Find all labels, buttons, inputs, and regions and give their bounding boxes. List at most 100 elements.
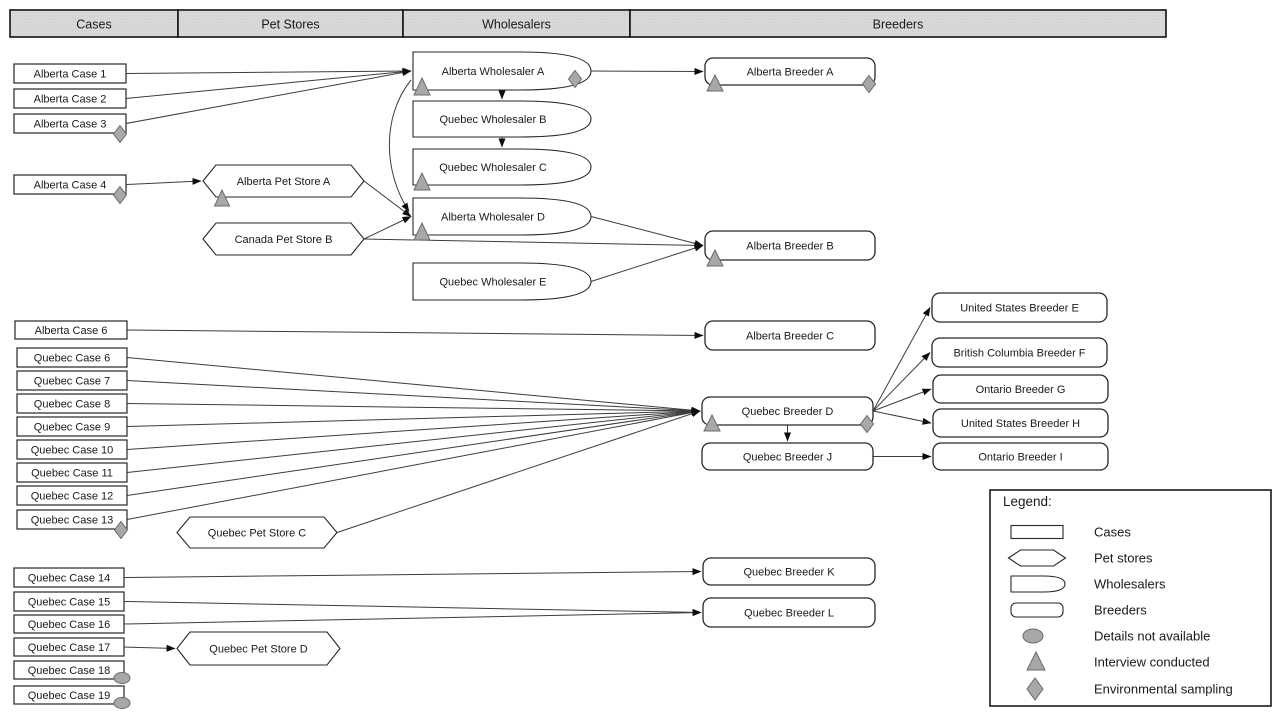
edge-quebec-case-6-to-quebec-breeder-d	[126, 357, 701, 414]
alberta-wholesaler-a-label: Alberta Wholesaler A	[442, 66, 545, 78]
alberta-pet-store-a-label: Alberta Pet Store A	[237, 176, 331, 188]
quebec-case-18-no-details-marker	[113, 672, 131, 684]
quebec-breeder-d-shape	[701, 396, 874, 426]
quebec-case-14-shape	[13, 567, 125, 588]
column-header-wholesalers: Wholesalers	[402, 9, 631, 38]
quebec-case-18-label: Quebec Case 18	[28, 665, 111, 677]
quebec-case-19-shape	[13, 685, 125, 705]
quebec-wholesaler-b-shape	[412, 100, 592, 138]
legend-box	[989, 489, 1272, 707]
alberta-breeder-a-interview-marker	[706, 73, 724, 92]
node-quebec-breeder-k: Quebec Breeder K	[702, 557, 876, 586]
node-quebec-case-18: Quebec Case 18	[13, 660, 131, 684]
quebec-breeder-j-label: Quebec Breeder J	[743, 452, 832, 464]
edge-quebec-breeder-d-to-ontario-breeder-g	[872, 388, 932, 412]
node-quebec-case-13: Quebec Case 13	[16, 509, 129, 540]
edge-alberta-case-4-to-alberta-pet-store-a	[125, 177, 202, 185]
edge-quebec-case-14-to-quebec-breeder-k	[123, 568, 702, 578]
node-alberta-breeder-a: Alberta Breeder A	[704, 57, 877, 94]
alberta-breeder-b-shape	[704, 230, 876, 261]
column-header-pet-stores: Pet Stores	[177, 9, 404, 38]
quebec-case-16-label: Quebec Case 16	[28, 619, 111, 631]
canada-pet-store-b-label: Canada Pet Store B	[235, 234, 333, 246]
ontario-breeder-i-shape	[932, 442, 1109, 471]
legend-item-case-shape: Cases	[1010, 525, 1131, 540]
quebec-case-19-no-details-marker	[113, 697, 131, 709]
node-quebec-wholesaler-c: Quebec Wholesaler C	[412, 148, 592, 191]
quebec-breeder-d-sampling-marker	[859, 414, 875, 434]
legend-item-label: Breeders	[1094, 603, 1147, 618]
node-quebec-case-6: Quebec Case 6	[16, 347, 128, 368]
ontario-breeder-g-label: Ontario Breeder G	[976, 384, 1066, 396]
node-quebec-breeder-d: Quebec Breeder D	[701, 396, 875, 434]
quebec-case-16-shape	[13, 614, 125, 634]
edge-quebec-case-8-to-quebec-breeder-d	[126, 403, 701, 415]
edge-alberta-case-2-to-alberta-wholesaler-a	[125, 68, 412, 99]
quebec-wholesaler-c-label: Quebec Wholesaler C	[439, 162, 547, 174]
node-quebec-case-19: Quebec Case 19	[13, 685, 131, 709]
node-quebec-case-17: Quebec Case 17	[13, 637, 125, 657]
column-header-cases: Cases	[9, 9, 179, 38]
quebec-case-11-label: Quebec Case 11	[31, 468, 113, 480]
legend-item-label: Interview conducted	[1094, 655, 1210, 670]
quebec-breeder-d-interview-marker	[703, 413, 721, 432]
node-us-breeder-e: United States Breeder E	[931, 292, 1108, 323]
quebec-pet-store-c-label: Quebec Pet Store C	[208, 528, 306, 540]
quebec-case-19-label: Quebec Case 19	[28, 690, 111, 702]
alberta-pet-store-a-shape	[202, 164, 365, 198]
quebec-wholesaler-c-interview-marker	[413, 171, 431, 191]
quebec-breeder-k-label: Quebec Breeder K	[743, 567, 835, 579]
legend-item-label: Cases	[1094, 525, 1131, 540]
quebec-wholesaler-c-shape	[412, 148, 592, 186]
alberta-pet-store-a-interview-marker	[213, 188, 231, 207]
quebec-case-13-shape	[16, 509, 128, 530]
legend-details-not-available-icon	[1022, 628, 1044, 644]
legend-pet-stores-icon	[1007, 549, 1067, 567]
legend-item-petstore-shape: Pet stores	[1007, 549, 1153, 567]
node-alberta-case-2: Alberta Case 2	[13, 88, 127, 109]
node-quebec-case-8: Quebec Case 8	[16, 393, 128, 414]
quebec-wholesaler-e-label: Quebec Wholesaler E	[440, 277, 547, 289]
quebec-case-12-shape	[16, 485, 128, 506]
legend-item-label: Details not available	[1094, 629, 1210, 644]
alberta-breeder-b-label: Alberta Breeder B	[746, 241, 833, 253]
alberta-wholesaler-d-label: Alberta Wholesaler D	[441, 212, 545, 224]
alberta-wholesaler-a-sampling-marker	[567, 69, 583, 89]
column-header-cases-label: Cases	[76, 18, 111, 32]
edge-alberta-case-1-to-alberta-wholesaler-a	[125, 67, 412, 75]
node-quebec-case-15: Quebec Case 15	[13, 591, 125, 612]
quebec-case-12-label: Quebec Case 12	[31, 491, 114, 503]
quebec-case-7-shape	[16, 370, 128, 391]
node-us-breeder-h: United States Breeder H	[932, 408, 1109, 438]
alberta-breeder-c-shape	[704, 320, 876, 351]
edge-alberta-pet-store-a-to-alberta-wholesaler-d	[363, 180, 412, 217]
quebec-case-15-label: Quebec Case 15	[28, 597, 111, 609]
node-quebec-case-16: Quebec Case 16	[13, 614, 125, 634]
quebec-breeder-j-shape	[701, 442, 874, 471]
edge-alberta-wholesaler-a-to-alberta-breeder-a	[590, 67, 704, 75]
alberta-breeder-a-label: Alberta Breeder A	[747, 67, 834, 79]
edge-quebec-case-11-to-quebec-breeder-d	[126, 408, 701, 473]
quebec-case-10-label: Quebec Case 10	[31, 445, 114, 457]
edge-quebec-case-16-to-quebec-breeder-l	[123, 609, 702, 625]
quebec-case-8-label: Quebec Case 8	[34, 399, 110, 411]
alberta-breeder-b-interview-marker	[706, 248, 724, 267]
node-quebec-pet-store-c: Quebec Pet Store C	[176, 516, 338, 549]
legend-item-sampling: Environmental sampling	[1026, 677, 1233, 701]
column-header-breeders: Breeders	[629, 9, 1167, 38]
edge-alberta-case-6-to-alberta-breeder-c	[126, 329, 704, 339]
quebec-breeder-d-label: Quebec Breeder D	[742, 406, 834, 418]
alberta-case-3-label: Alberta Case 3	[34, 119, 107, 131]
edge-quebec-case-9-to-quebec-breeder-d	[126, 407, 701, 427]
node-quebec-pet-store-d: Quebec Pet Store D	[176, 631, 341, 666]
edge-canada-pet-store-b-to-alberta-wholesaler-d	[363, 216, 412, 240]
legend-item-wholesaler-shape: Wholesalers	[1010, 575, 1166, 593]
alberta-case-4-label: Alberta Case 4	[34, 180, 107, 192]
alberta-case-4-sampling-marker	[112, 185, 128, 205]
edge-quebec-case-12-to-quebec-breeder-d	[126, 408, 701, 496]
us-breeder-h-label: United States Breeder H	[961, 418, 1080, 430]
legend-item-label: Pet stores	[1094, 551, 1153, 566]
quebec-pet-store-d-label: Quebec Pet Store D	[209, 644, 307, 656]
legend-item-label: Wholesalers	[1094, 577, 1166, 592]
